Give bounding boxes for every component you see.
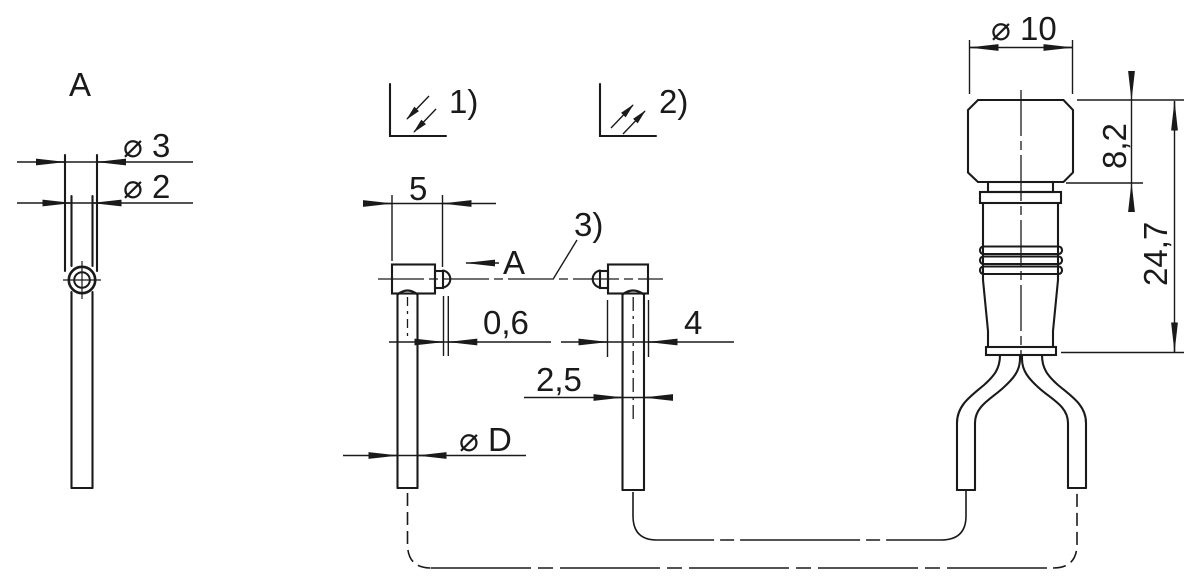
- dim-label-D: ⌀ D: [459, 421, 512, 458]
- dim-label-dia3: ⌀ 3: [123, 127, 170, 164]
- dim-head-width-5: 5: [363, 170, 496, 267]
- fiber-leg-right: [1040, 353, 1088, 490]
- dim-label-dia2: ⌀ 2: [123, 168, 170, 205]
- sensor-head-left: [390, 263, 452, 490]
- view-a-label: A: [69, 66, 91, 103]
- dim-cap-height-82: 8,2: [1066, 71, 1184, 212]
- dim-tip-aperture-06: 0,6: [389, 296, 551, 356]
- dim-label-06: 0,6: [483, 304, 529, 341]
- fiber-run-dashed: [406, 493, 432, 569]
- dim-length-247: 24,7: [1061, 100, 1184, 354]
- dim-label-82: 8,2: [1096, 123, 1133, 169]
- dim-label-25: 2,5: [536, 361, 582, 398]
- optical-axis: A 3): [378, 206, 663, 281]
- connector: [955, 90, 1088, 492]
- light-emit-symbol: 2): [598, 82, 688, 138]
- dim-head-width-4: 4: [561, 300, 734, 357]
- dim-end-view-inner: ⌀ 2: [17, 168, 193, 207]
- note-1-label: 1): [449, 83, 478, 120]
- dim-label-5: 5: [409, 170, 427, 207]
- fiber-run-solid: [632, 491, 967, 541]
- note-3-label: 3): [574, 206, 603, 243]
- note-2-label: 2): [659, 83, 688, 120]
- fiber-routing: [406, 488, 1078, 569]
- end-view-a: A ⌀ 3 ⌀ 2: [17, 66, 193, 490]
- dim-label-4: 4: [684, 304, 702, 341]
- sensor-head-right: [591, 263, 650, 492]
- dim-sleeve-25: 2,5: [524, 361, 673, 413]
- connector-cap: [966, 98, 1075, 184]
- dim-connector-dia-10: ⌀ 10: [968, 10, 1074, 94]
- dim-label-247: 24,7: [1137, 222, 1174, 286]
- dim-label-dia10: ⌀ 10: [991, 10, 1057, 47]
- dim-end-view-outer: ⌀ 3: [17, 127, 193, 166]
- dim-sleeve-D: ⌀ D: [343, 421, 526, 459]
- note-3-leader: [552, 239, 578, 279]
- fiber-leg-left: [955, 353, 1002, 492]
- view-arrow-label: A: [503, 244, 525, 281]
- light-receive-symbol: 1): [388, 82, 478, 138]
